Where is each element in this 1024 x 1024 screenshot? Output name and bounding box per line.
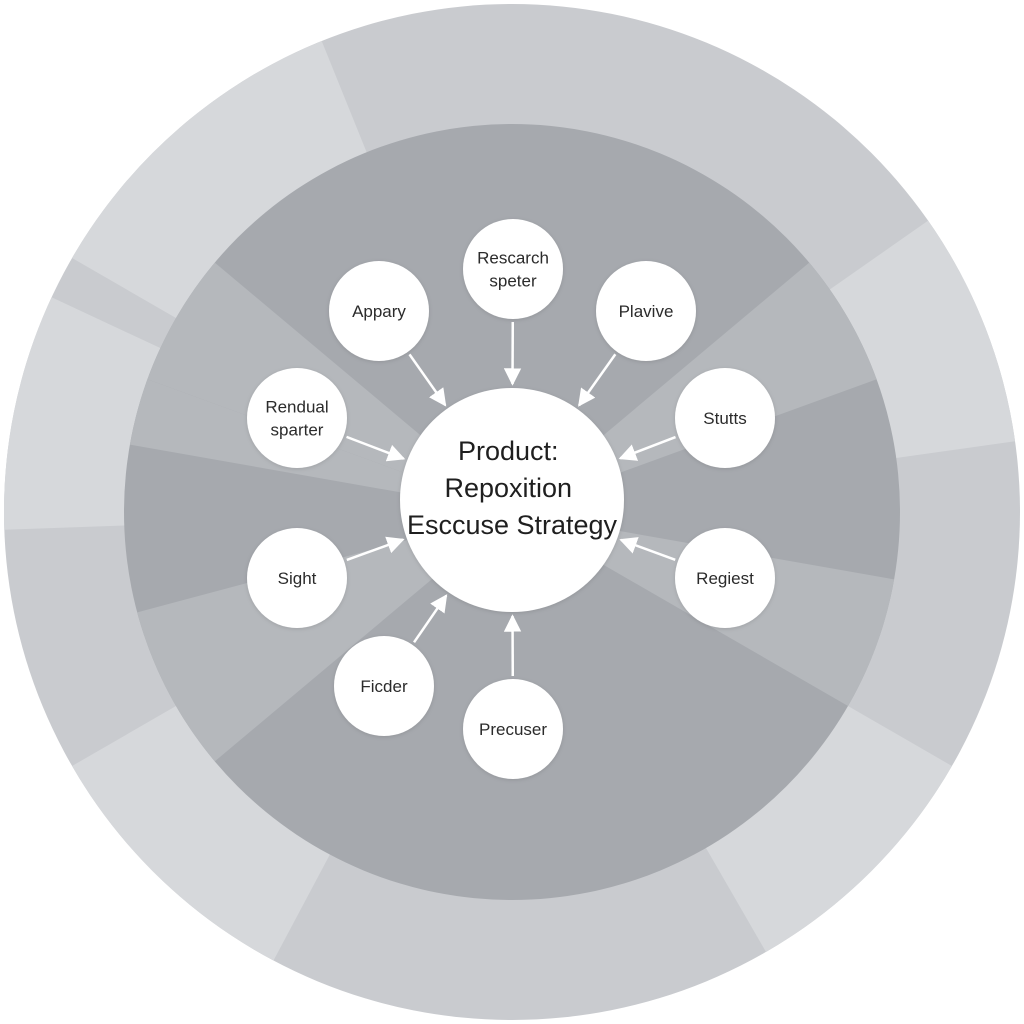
node-label: Stutts	[703, 409, 746, 428]
arrow-rendual-sparter	[346, 435, 406, 462]
node-ficder[interactable]: Ficder	[334, 636, 434, 736]
node-stutts[interactable]: Stutts	[675, 368, 775, 468]
node-circle	[329, 261, 429, 361]
node-circle	[247, 528, 347, 628]
node-research-speter[interactable]: Rescarch speter	[463, 219, 563, 319]
node-label: Appary	[352, 302, 406, 321]
node-label: Rendual sparter	[265, 398, 328, 440]
arrow-appary	[408, 353, 447, 407]
node-label-line: Regiest	[696, 569, 754, 588]
node-circle	[247, 368, 347, 468]
arrow-regiest	[619, 537, 676, 561]
center-hub-circle	[400, 388, 624, 612]
center-hub-label: Product: Repoxition Esccuse Strategy	[407, 436, 618, 540]
node-label: Plavive	[619, 302, 674, 321]
inner-disc-segment	[137, 512, 513, 762]
node-label-line: Precuser	[479, 720, 547, 739]
node-label-line: Rendual	[265, 398, 328, 417]
node-label-line: Ficder	[360, 677, 408, 696]
node-label-line: Rescarch	[477, 249, 549, 268]
node-precuser[interactable]: Precuser	[463, 679, 563, 779]
node-circle	[334, 636, 434, 736]
center-hub[interactable]: Product: Repoxition Esccuse Strategy	[400, 388, 624, 612]
node-label-line: Sight	[278, 569, 317, 588]
node-label-line: sparter	[271, 421, 324, 440]
node-label: Regiest	[696, 569, 754, 588]
arrow-plavive	[578, 353, 617, 407]
node-circle	[596, 261, 696, 361]
node-circle	[463, 219, 563, 319]
connector-arrows	[346, 321, 676, 677]
node-appary[interactable]: Appary	[329, 261, 429, 361]
node-circle	[675, 368, 775, 468]
node-label: Ficder	[360, 677, 408, 696]
node-sight[interactable]: Sight	[247, 528, 347, 628]
satellite-nodes: Rescarch speterPlaviveStuttsRegiestPrecus…	[247, 219, 775, 779]
node-label-line: Appary	[352, 302, 406, 321]
arrow-stutts	[618, 435, 676, 461]
node-label: Sight	[278, 569, 317, 588]
node-label: Precuser	[479, 720, 547, 739]
arrow-ficder	[413, 594, 448, 644]
center-hub-line-1: Product:	[458, 436, 559, 466]
node-circle	[675, 528, 775, 628]
arrow-sight	[346, 536, 405, 562]
node-label: Rescarch speter	[477, 249, 549, 291]
node-label-line: Stutts	[703, 409, 746, 428]
node-label-line: Plavive	[619, 302, 674, 321]
center-hub-line-2: Repoxition	[444, 473, 572, 503]
node-regiest[interactable]: Regiest	[675, 528, 775, 628]
node-label-line: speter	[489, 272, 537, 291]
node-circle	[463, 679, 563, 779]
center-hub-line-3: Esccuse Strategy	[407, 510, 618, 540]
node-rendual-sparter[interactable]: Rendual sparter	[247, 368, 347, 468]
node-plavive[interactable]: Plavive	[596, 261, 696, 361]
